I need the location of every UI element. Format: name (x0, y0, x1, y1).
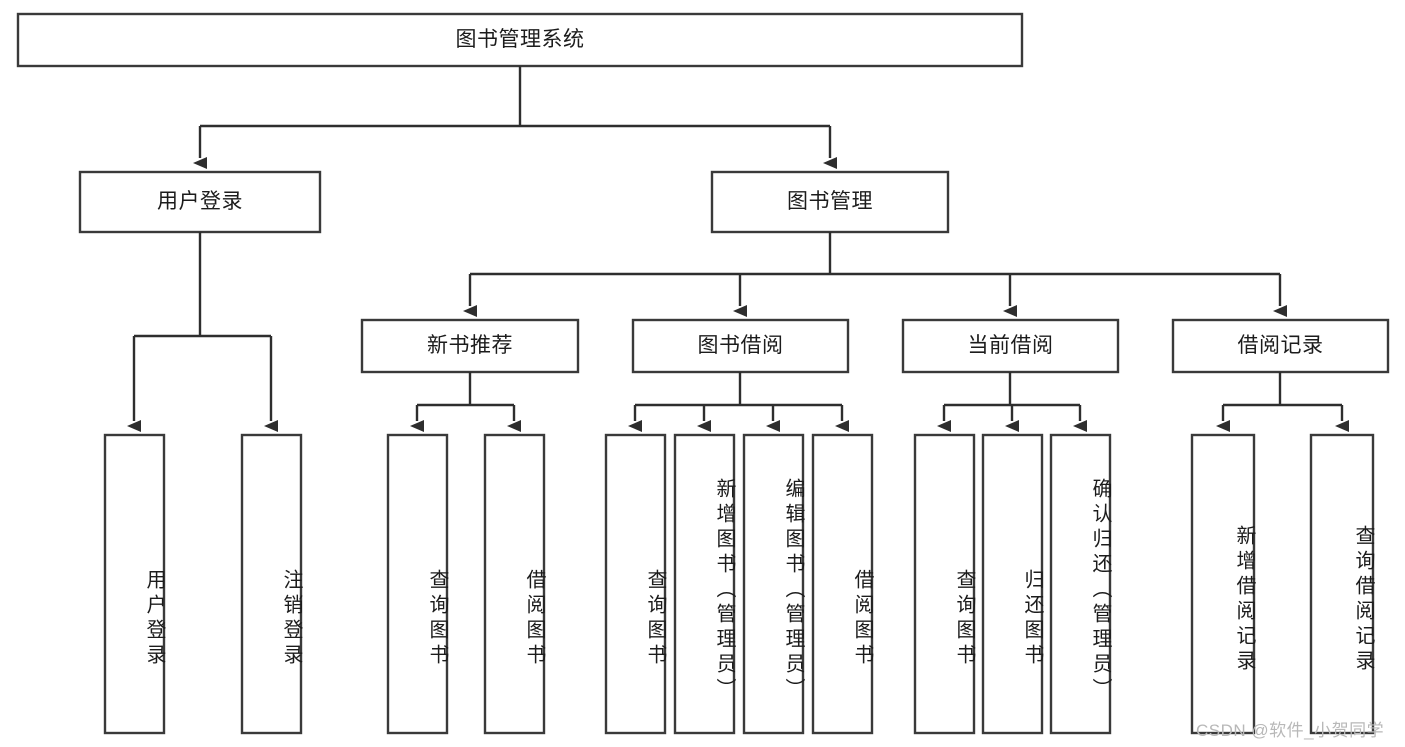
node-box-leaf-add-record[interactable] (1190, 433, 1256, 735)
node-box-root[interactable] (16, 12, 1024, 68)
node-box-new-book-recommend[interactable] (360, 318, 580, 374)
node-box-leaf-query-book-3[interactable] (913, 433, 976, 735)
node-box-leaf-query-record[interactable] (1309, 433, 1375, 735)
node-box-book-manage[interactable] (710, 170, 950, 234)
node-box-leaf-edit-book[interactable] (742, 433, 805, 735)
node-box-borrow-record[interactable] (1171, 318, 1390, 374)
node-box-leaf-logout[interactable] (240, 433, 303, 735)
node-box-leaf-return-book[interactable] (981, 433, 1044, 735)
node-box-leaf-add-book[interactable] (673, 433, 736, 735)
watermark-text: CSDN @软件_小贺同学 (1196, 721, 1385, 740)
node-box-leaf-borrow-book-1[interactable] (483, 433, 546, 735)
node-box-leaf-confirm-return[interactable] (1049, 433, 1112, 735)
node-box-user-login[interactable] (78, 170, 322, 234)
node-box-leaf-query-book-2[interactable] (604, 433, 667, 735)
node-box-leaf-query-book-1[interactable] (386, 433, 449, 735)
node-box-book-borrow[interactable] (631, 318, 850, 374)
node-box-current-borrow[interactable] (901, 318, 1120, 374)
node-box-leaf-borrow-book-2[interactable] (811, 433, 874, 735)
node-box-leaf-user-login[interactable] (103, 433, 166, 735)
